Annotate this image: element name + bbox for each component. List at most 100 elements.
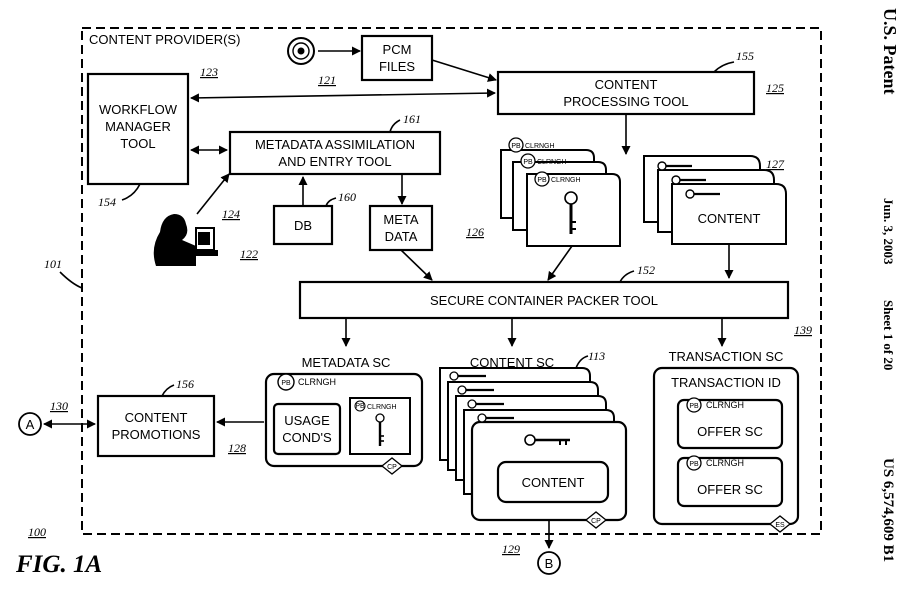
msc-title: METADATA SC: [302, 355, 391, 370]
ref-121: 121: [318, 73, 336, 87]
msc-clr: CLRNGH: [298, 377, 336, 387]
ref-160: 160: [338, 190, 356, 204]
scp-label: SECURE CONTAINER PACKER TOOL: [430, 293, 658, 308]
msc-inner-pb: PB: [355, 403, 365, 410]
ref-125: 125: [766, 81, 784, 95]
arrow-wmt-cpt: [190, 88, 496, 103]
tsc-title: TRANSACTION SC: [669, 349, 784, 364]
usage-label-2: COND'S: [282, 430, 332, 445]
pcm-files-box: [360, 34, 434, 82]
arrow-operator-mae: [196, 173, 230, 215]
lead-161: [389, 119, 401, 133]
key-card-1-clr: CLRNGH: [525, 143, 555, 150]
arrow-metadata-scp: [400, 249, 433, 281]
key-icon: [564, 191, 578, 234]
offer-1-clr: CLRNGH: [706, 400, 744, 410]
lead-156: [161, 384, 175, 397]
offer-1-pb: PB: [689, 403, 699, 410]
tsc-es-badge: [768, 515, 792, 533]
ref-156: 156: [176, 377, 194, 391]
ref-124: 124: [222, 207, 240, 221]
mae-label-1: METADATA ASSIMILATION: [255, 137, 415, 152]
offer-sc-1-label: OFFER SC: [697, 424, 763, 439]
secure-container-packer-tool-box: [298, 280, 790, 320]
msc-cp-badge: [380, 457, 404, 475]
lead-154: [121, 183, 141, 201]
connector-a: [18, 412, 42, 436]
ref-127: 127: [766, 157, 785, 171]
wmt-label-1: WORKFLOW: [99, 102, 178, 117]
tsc-es-label: ES: [775, 522, 785, 529]
content-promotions-box: [96, 394, 216, 458]
ref-161: 161: [403, 112, 421, 126]
ref-113: 113: [588, 349, 605, 363]
msc-inner-clr: CLRNGH: [367, 404, 397, 411]
csc-cp-badge: [584, 511, 608, 529]
lead-113: [575, 355, 589, 369]
connector-a-label: A: [26, 417, 35, 432]
content-key-icon: [657, 161, 720, 199]
msc-key-icon: [375, 413, 385, 446]
metadata-label-2: DATA: [385, 229, 418, 244]
key-card-1-pb: PB: [511, 143, 521, 150]
msc-pb: PB: [281, 380, 291, 387]
promo-label-2: PROMOTIONS: [112, 427, 201, 442]
content-stack-label: CONTENT: [698, 211, 761, 226]
content-stack: CONTENT: [643, 155, 787, 245]
metadata-label-1: META: [383, 212, 418, 227]
key-card-2-pb: PB: [523, 159, 533, 166]
wmt-label-3: TOOL: [120, 136, 155, 151]
disc-icon: [287, 37, 315, 65]
ref-122: 122: [240, 247, 258, 261]
connector-b-label: B: [545, 556, 554, 571]
ref-100: 100: [28, 525, 46, 539]
msc-cp-label: CP: [387, 464, 397, 471]
sheet-number: Sheet 1 of 20: [881, 300, 896, 370]
ref-128: 128: [228, 441, 246, 455]
ref-130: 130: [50, 399, 68, 413]
promo-label-1: CONTENT: [125, 410, 188, 425]
ref-154: 154: [98, 195, 116, 209]
operator-icon: [153, 214, 218, 266]
content-provider-boundary: [81, 27, 822, 535]
patent-office-label: U.S. Patent: [880, 8, 900, 95]
patent-header: U.S. Patent Jun. 3, 2003 Sheet 1 of 20 U…: [880, 8, 900, 562]
wmt-label-2: MANAGER: [105, 119, 171, 134]
ref-139: 139: [794, 323, 812, 337]
ref-123: 123: [200, 65, 218, 79]
lead-160: [325, 197, 337, 207]
db-label: DB: [294, 218, 312, 233]
patent-number: US 6,574,609 B1: [880, 458, 896, 562]
key-card-3-pb: PB: [537, 177, 547, 184]
metadata-box: [368, 204, 434, 252]
key-card-2-clr: CLRNGH: [537, 159, 567, 166]
cpt-label-2: PROCESSING TOOL: [563, 94, 688, 109]
ref-155: 155: [736, 49, 754, 63]
offer-sc-1-box: [676, 398, 784, 450]
metadata-assimilation-tool-box: [228, 130, 442, 176]
key-card-3-clr: CLRNGH: [551, 177, 581, 184]
content-processing-tool-box: [496, 70, 756, 116]
ref-129: 129: [502, 542, 520, 556]
boundary-title: CONTENT PROVIDER(S): [89, 32, 240, 47]
csc-content-label: CONTENT: [522, 475, 585, 490]
csc-content-box: [496, 460, 610, 504]
pcm-label-2: FILES: [379, 59, 415, 74]
arrow-keys-scp: [547, 245, 573, 281]
offer-2-pb: PB: [689, 461, 699, 468]
offer-sc-2-label: OFFER SC: [697, 482, 763, 497]
transaction-id-label: TRANSACTION ID: [671, 375, 781, 390]
ref-126: 126: [466, 225, 484, 239]
csc-title: CONTENT SC: [470, 355, 554, 370]
patent-date: Jun. 3, 2003: [881, 198, 896, 265]
usage-label-1: USAGE: [284, 413, 330, 428]
offer-sc-2-box: [676, 456, 784, 508]
lead-155: [713, 61, 735, 73]
keys-stack: PB CLRNGH PB CLRNGH PB CLRNGH: [500, 137, 621, 247]
offer-2-clr: CLRNGH: [706, 458, 744, 468]
arrow-pcm-cpt: [431, 59, 497, 82]
usage-conds-box: [272, 402, 342, 456]
ref-152: 152: [637, 263, 655, 277]
pcm-label-1: PCM: [383, 42, 412, 57]
